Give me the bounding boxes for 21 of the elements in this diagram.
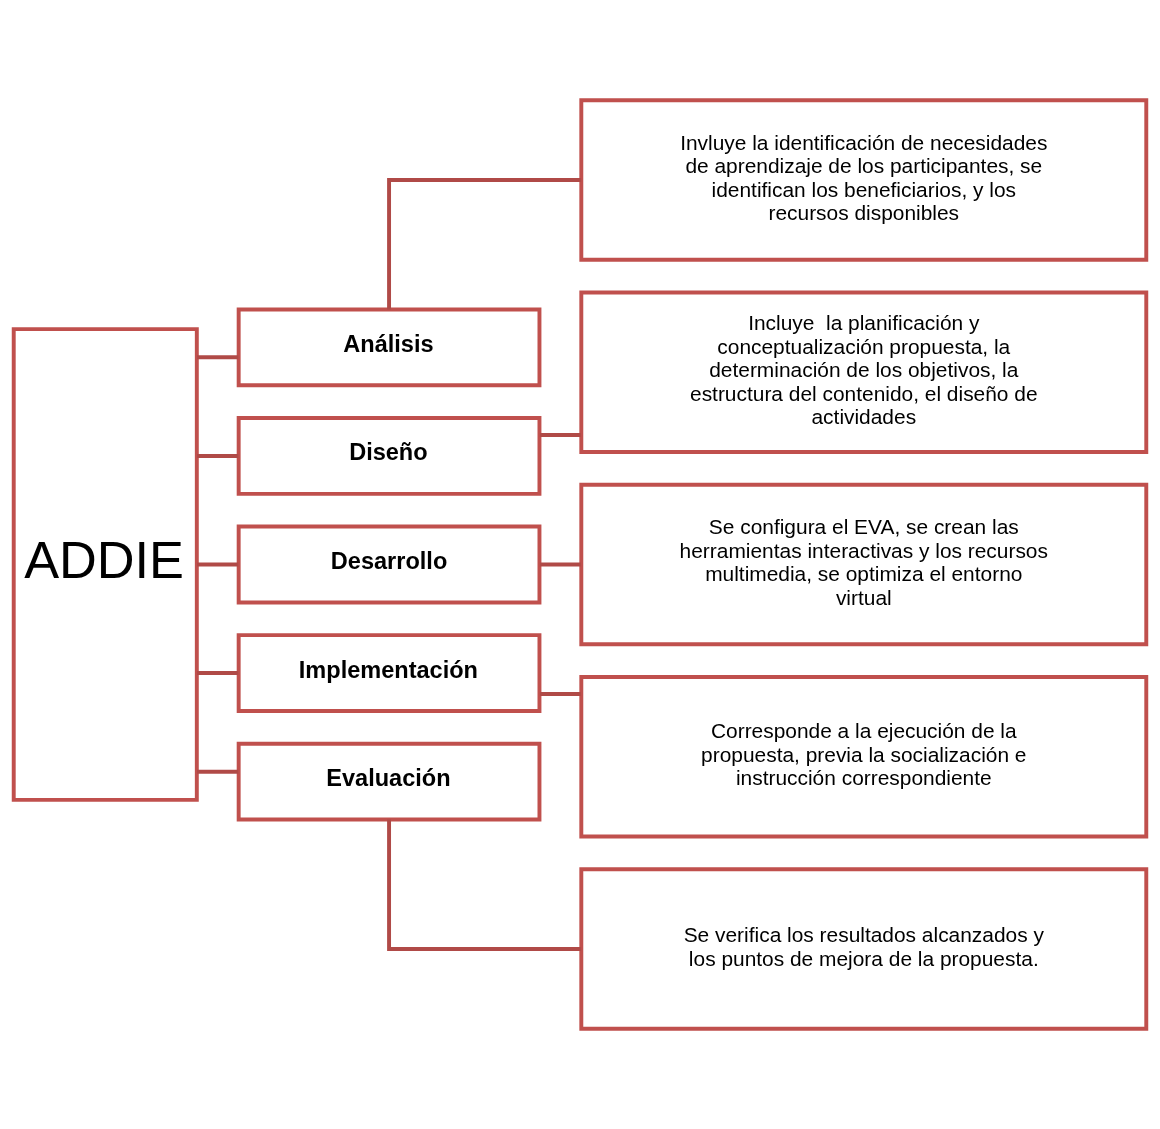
connector: [197, 355, 239, 360]
connector: [197, 454, 239, 458]
connector: [387, 178, 582, 310]
node-box: Implementación: [236, 633, 542, 713]
node-box: Evaluación: [236, 741, 542, 822]
node-box: Se verifica los resultados alcanzados y los puntos de mejora de la propuesta.: [579, 867, 1149, 1031]
connector: [197, 562, 239, 567]
node-box: Invluye la identificación de necesidades de aprendizaje de los participantes, se identifican los beneficiarios, y los recursos disponibles: [579, 98, 1149, 262]
connector: [387, 819, 582, 951]
connector: [539, 433, 581, 437]
connector: [197, 769, 239, 774]
connector: [539, 692, 581, 696]
node-box: Diseño: [236, 416, 542, 496]
connector: [197, 671, 239, 675]
connector: [539, 562, 581, 567]
node-box: Desarrollo: [236, 524, 542, 605]
node-box: Análisis: [236, 307, 542, 388]
node-box: Incluye la planificación y conceptualización propuesta, la determinación de los objetivos, la estructura del contenido, el diseño de actividades: [579, 290, 1149, 454]
node-box: Se configura el EVA, se crean las herramientas interactivas y los recursos multimedia, se optimiza el entorno virtual: [579, 482, 1149, 647]
node-box: ADDIE: [11, 327, 199, 802]
node-box: Corresponde a la ejecución de la propuesta, previa la socialización e instrucción correspondiente: [579, 675, 1149, 839]
